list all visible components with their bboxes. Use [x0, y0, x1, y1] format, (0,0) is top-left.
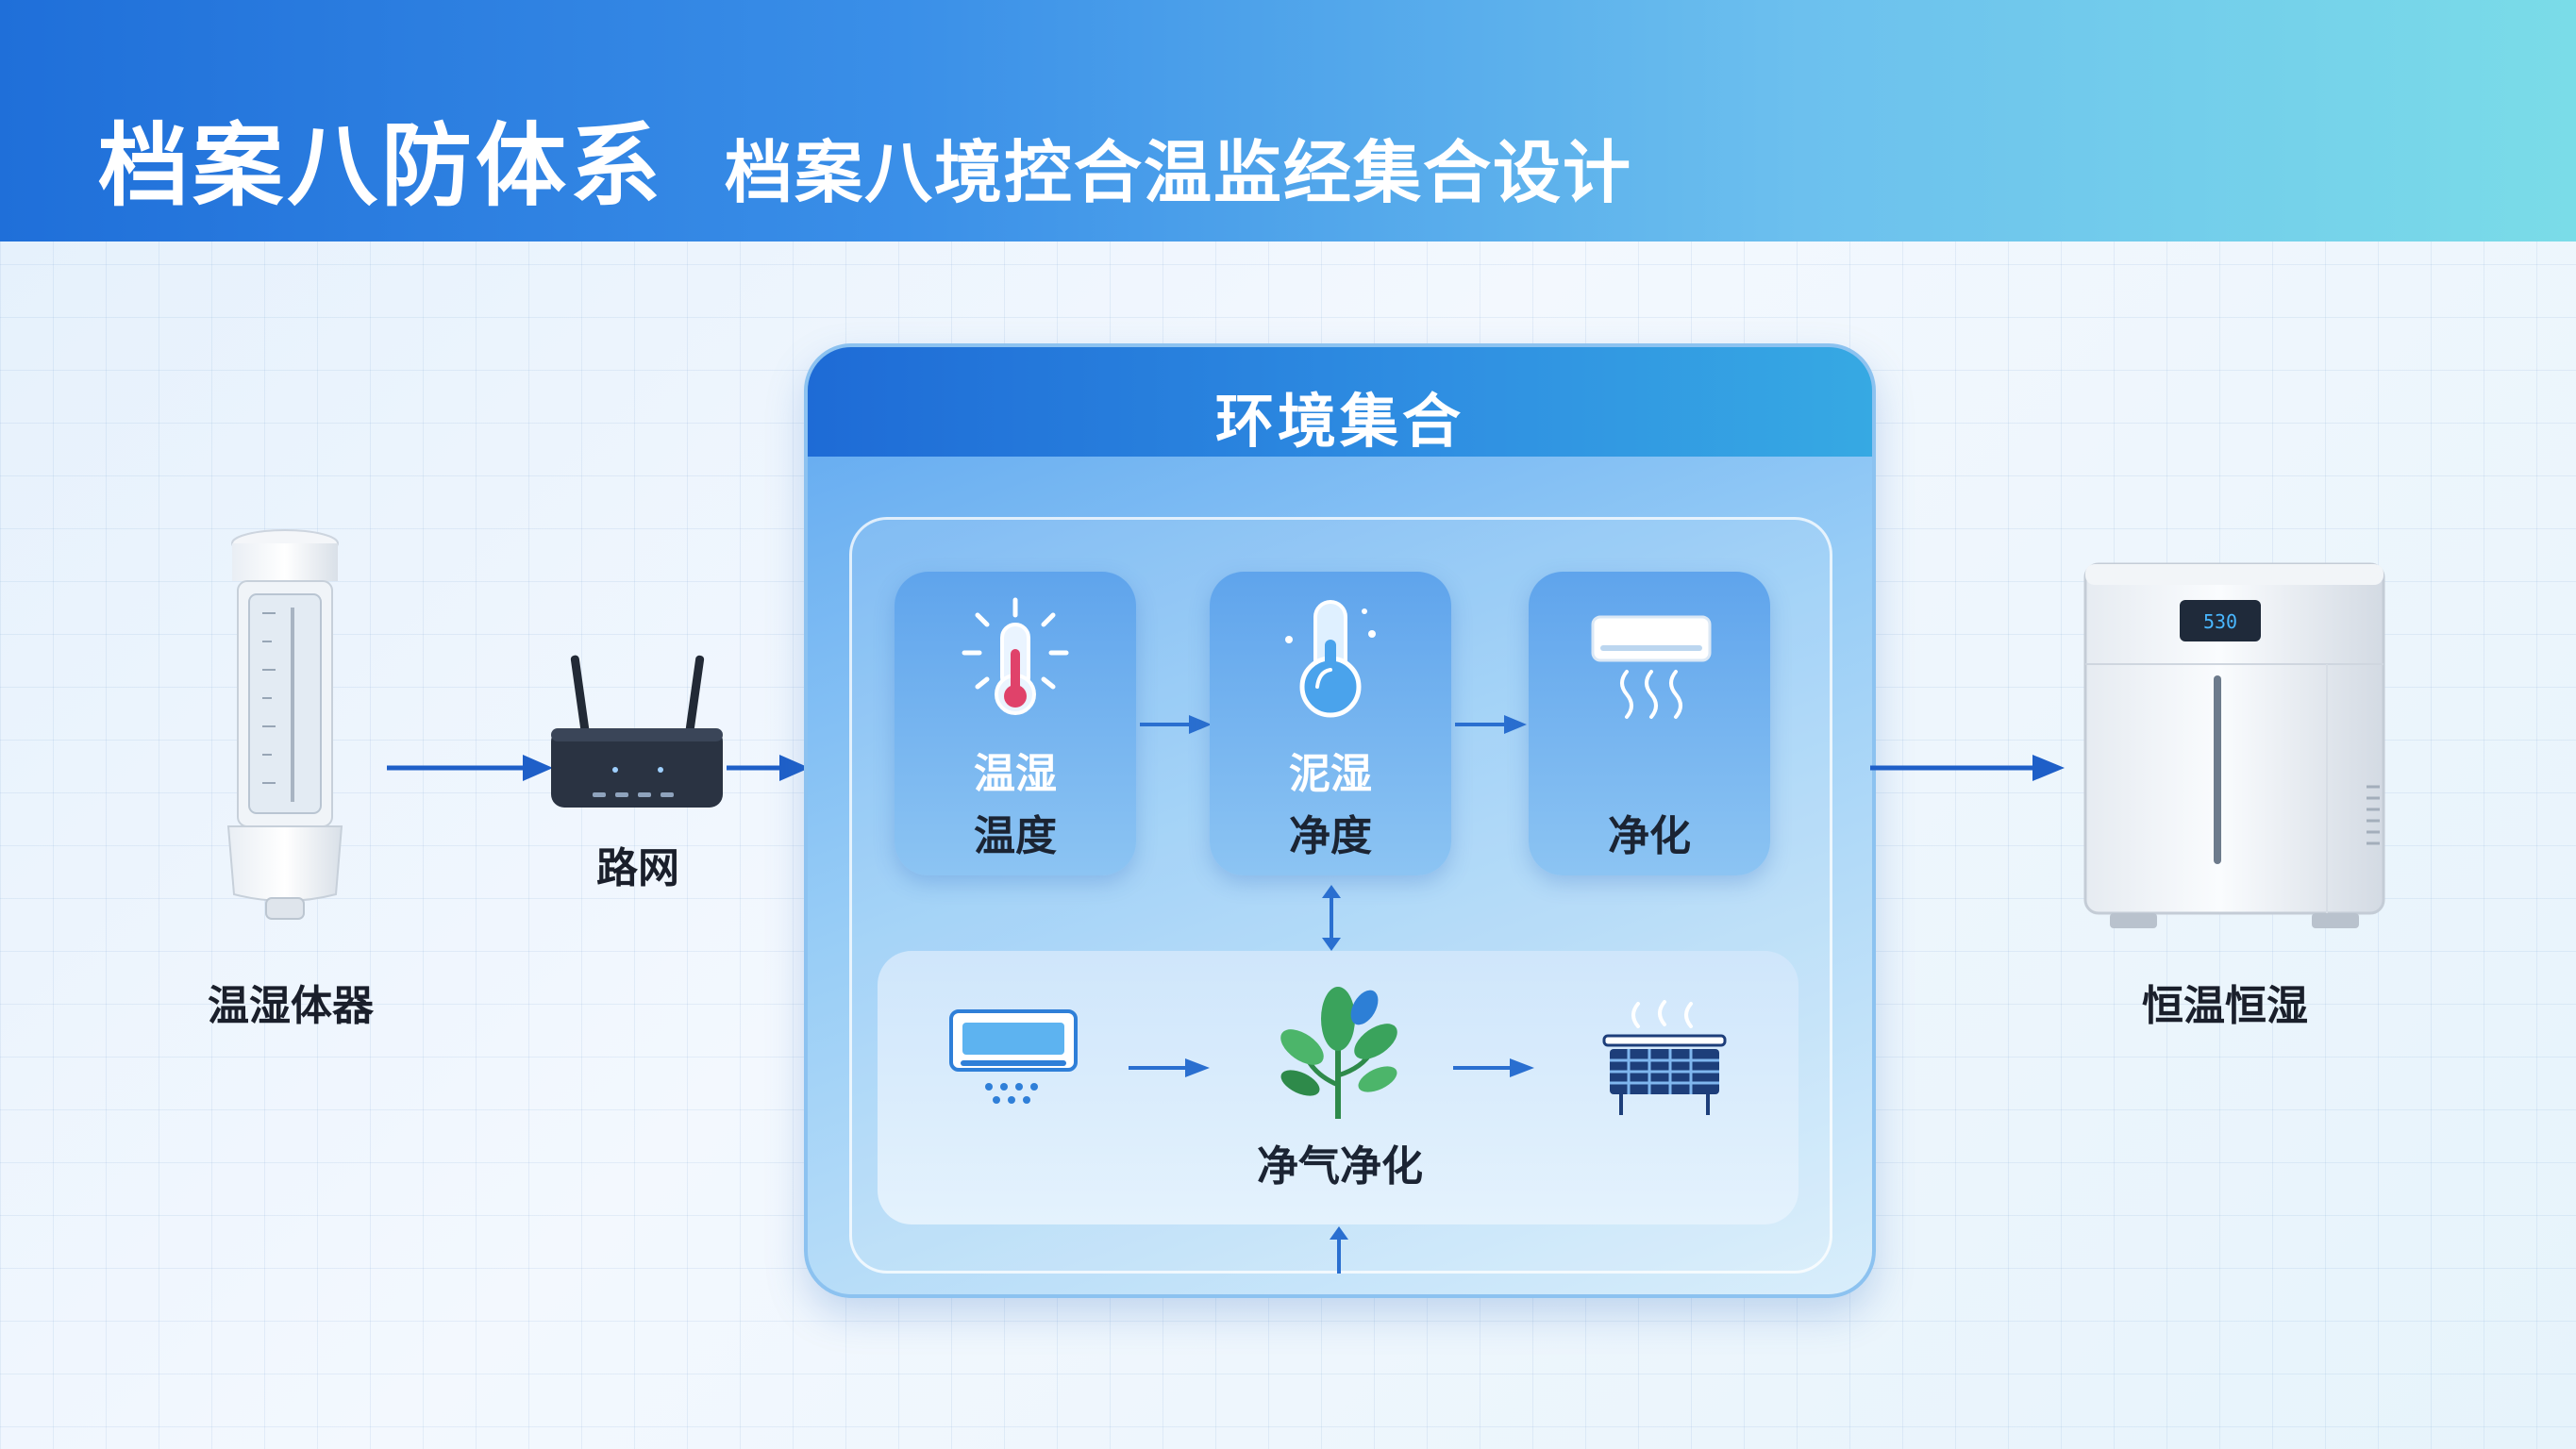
arrow-panel-to-cabinet [1870, 755, 2065, 781]
arrow-vertical-bidirectional [1322, 885, 1341, 951]
card-humidity[interactable]: 泥湿 净度 [1210, 572, 1451, 875]
arrow-bottom-up [1330, 1226, 1348, 1274]
climate-cabinet-icon: 530 [2083, 562, 2385, 928]
cabinet-display: 530 [2203, 610, 2237, 633]
router-label: 路网 [596, 844, 679, 892]
panel-title: 环境集合 [1214, 387, 1464, 456]
page-title: 档案八防体系 [98, 113, 664, 219]
arrow-sensor-to-router [387, 755, 553, 781]
arrow-router-to-panel [727, 755, 810, 781]
panel-header: 环境集合 [808, 347, 1872, 457]
card-temperature-line2: 温度 [974, 812, 1057, 860]
card-purification-line2: 净化 [1608, 812, 1691, 860]
page-subtitle: 档案八境控合温监经集合设计 [725, 133, 1633, 212]
card-temperature[interactable]: 温湿 温度 [895, 572, 1136, 875]
router-icon [551, 655, 723, 808]
thermometer-icon [962, 597, 1069, 715]
card-humidity-line1: 泥湿 [1289, 750, 1372, 798]
cabinet-label: 恒温恒湿 [2142, 982, 2308, 1030]
arrow-card2-to-card3 [1455, 715, 1527, 734]
humidity-drop-icon [1285, 600, 1376, 718]
environment-panel: 环境集合 温湿 温度 泥湿 净度 [804, 343, 1876, 1298]
sensor-label: 温湿体器 [208, 982, 374, 1030]
air-conditioner-icon [1591, 615, 1712, 719]
arrow-card1-to-card2 [1140, 715, 1212, 734]
heater-icon [1602, 1000, 1727, 1115]
card-temperature-line1: 温湿 [974, 750, 1057, 798]
purification-group-label: 净气净化 [1257, 1142, 1423, 1191]
card-purification[interactable]: 净化 [1529, 572, 1770, 875]
sensor-device-icon [226, 529, 343, 920]
header-banner: 档案八防体系 档案八境控合温监经集合设计 [0, 0, 2576, 242]
card-humidity-line2: 净度 [1289, 812, 1372, 860]
air-conditioner-icon [949, 1009, 1078, 1104]
arrow-bottom-1 [1129, 1058, 1210, 1077]
arrow-bottom-2 [1453, 1058, 1534, 1077]
plant-icon [1280, 987, 1397, 1119]
